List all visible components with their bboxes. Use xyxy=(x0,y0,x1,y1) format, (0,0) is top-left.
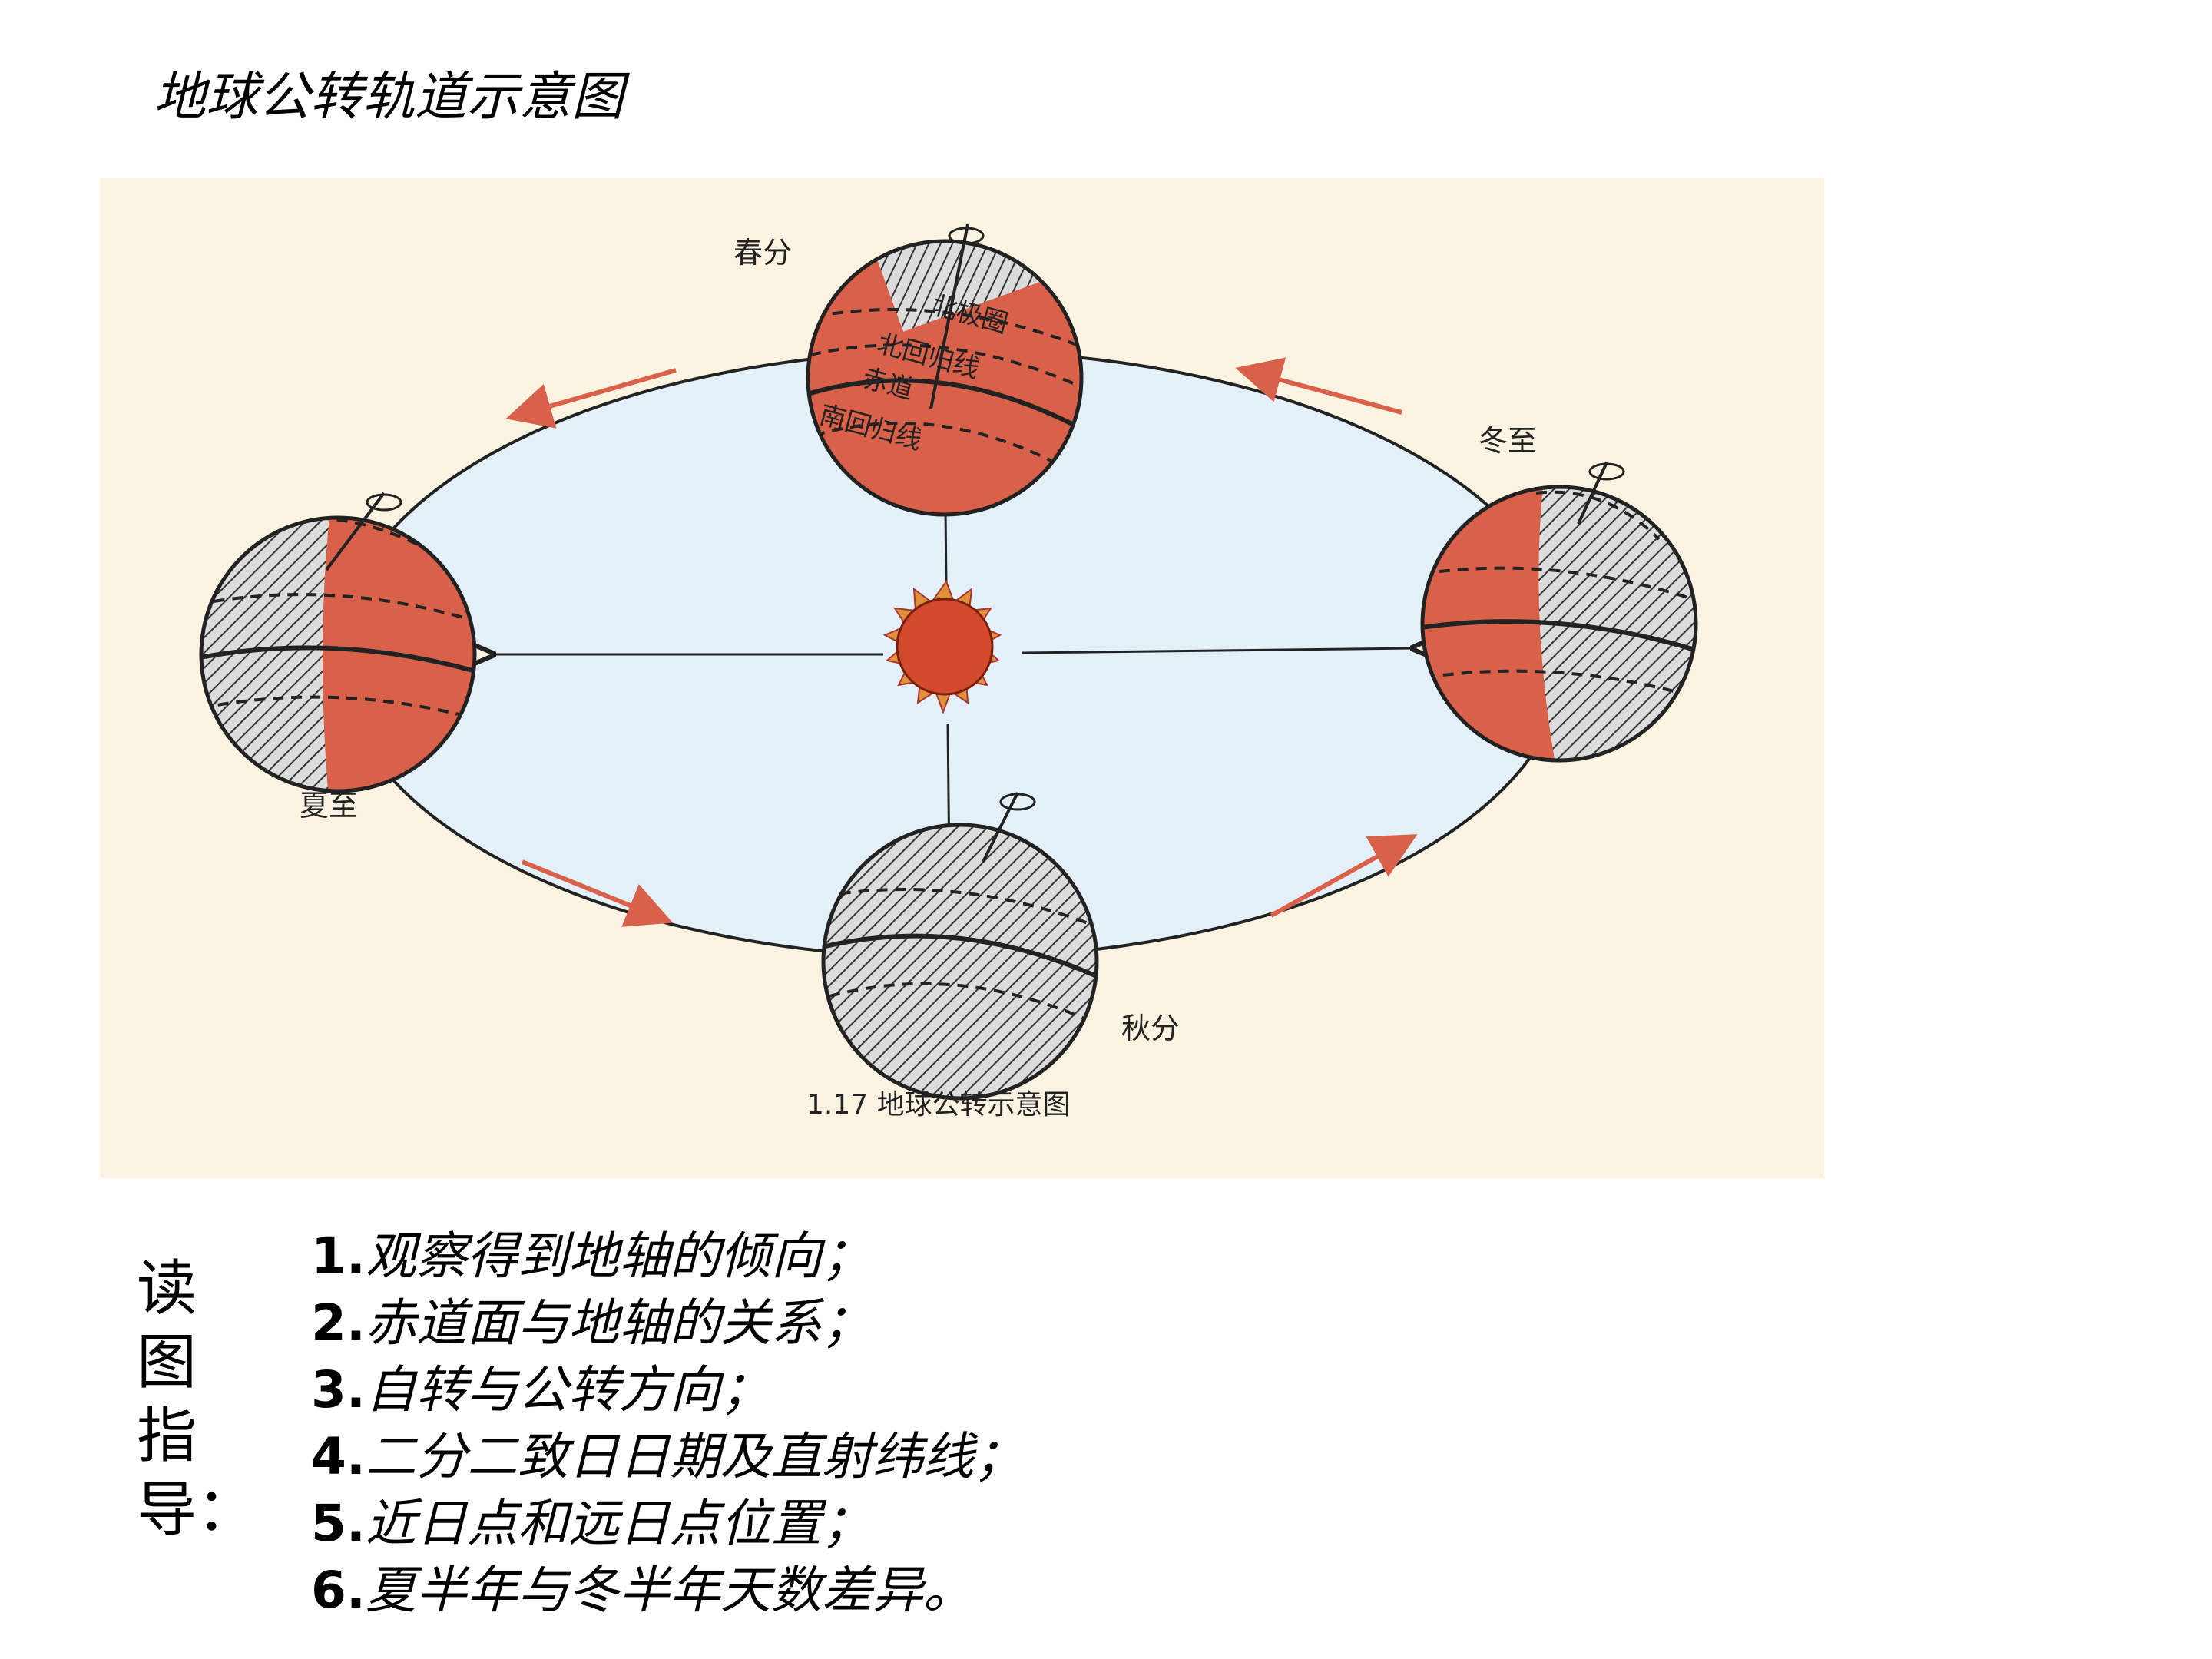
guide-item-number: 4. xyxy=(311,1427,366,1486)
earth-spring-equinox xyxy=(806,224,1084,517)
guide-item-number: 5. xyxy=(311,1494,366,1553)
reading-guide-heading-char: 指 xyxy=(137,1402,197,1471)
orbit-arrow-bottom-left xyxy=(521,859,674,927)
season-label-winter: 冬至 xyxy=(1479,424,1537,458)
reading-guide-heading-char: 读 xyxy=(137,1254,197,1323)
season-label-summer: 夏至 xyxy=(300,789,358,823)
season-label-autumn: 秋分 xyxy=(1121,1012,1180,1045)
guide-item-text: 观察得到地轴的倾向； xyxy=(366,1227,873,1286)
reading-guide-heading-char: 导： xyxy=(137,1475,257,1545)
guide-item: 5.近日点和远日点位置； xyxy=(311,1490,1025,1557)
guide-item-text: 自转与公转方向； xyxy=(366,1360,771,1419)
guide-item-text: 近日点和远日点位置； xyxy=(366,1494,873,1553)
reading-guide-heading: 读 图 指 导： xyxy=(137,1252,257,1547)
guide-item: 6.夏半年与冬半年天数差异。 xyxy=(311,1557,1025,1624)
guide-item-number: 3. xyxy=(311,1360,366,1419)
guide-item: 4.二分二致日日期及直射纬线； xyxy=(311,1423,1025,1490)
orbit-arrow-top-right xyxy=(1235,357,1402,415)
guide-item-text: 夏半年与冬半年天数差异。 xyxy=(366,1561,974,1620)
guide-item-text: 二分二致日日期及直射纬线； xyxy=(366,1427,1025,1486)
diagram-caption: 1.17 地球公转示意图 xyxy=(806,1089,1071,1121)
guide-item-number: 2. xyxy=(311,1293,366,1353)
season-label-spring: 春分 xyxy=(733,236,792,270)
sun-line-right xyxy=(1021,648,1415,653)
orbit-diagram-panel: 北极圈 北回归线 赤道 南回归线 春分 夏至 xyxy=(100,178,1824,1178)
guide-item-text: 赤道面与地轴的关系； xyxy=(366,1293,873,1353)
reading-guide-heading-char: 图 xyxy=(137,1328,197,1397)
guide-item: 1.观察得到地轴的倾向； xyxy=(311,1223,1025,1290)
orbit-arrow-bottom-right xyxy=(1270,834,1418,918)
guide-item-number: 1. xyxy=(311,1227,366,1286)
orbit-arrow-top-left xyxy=(505,368,677,429)
sun xyxy=(882,579,1002,714)
orbit-diagram: 北极圈 北回归线 赤道 南回归线 春分 夏至 xyxy=(199,224,1698,1121)
reading-guide-list: 1.观察得到地轴的倾向； 2.赤道面与地轴的关系； 3.自转与公转方向； 4.二… xyxy=(311,1223,1025,1624)
page-title: 地球公转轨道示意图 xyxy=(154,67,624,127)
earth-autumn-equinox xyxy=(821,792,1099,1101)
guide-item: 2.赤道面与地轴的关系； xyxy=(311,1290,1025,1356)
guide-item: 3.自转与公转方向； xyxy=(311,1356,1025,1423)
guide-item-number: 6. xyxy=(311,1561,366,1620)
